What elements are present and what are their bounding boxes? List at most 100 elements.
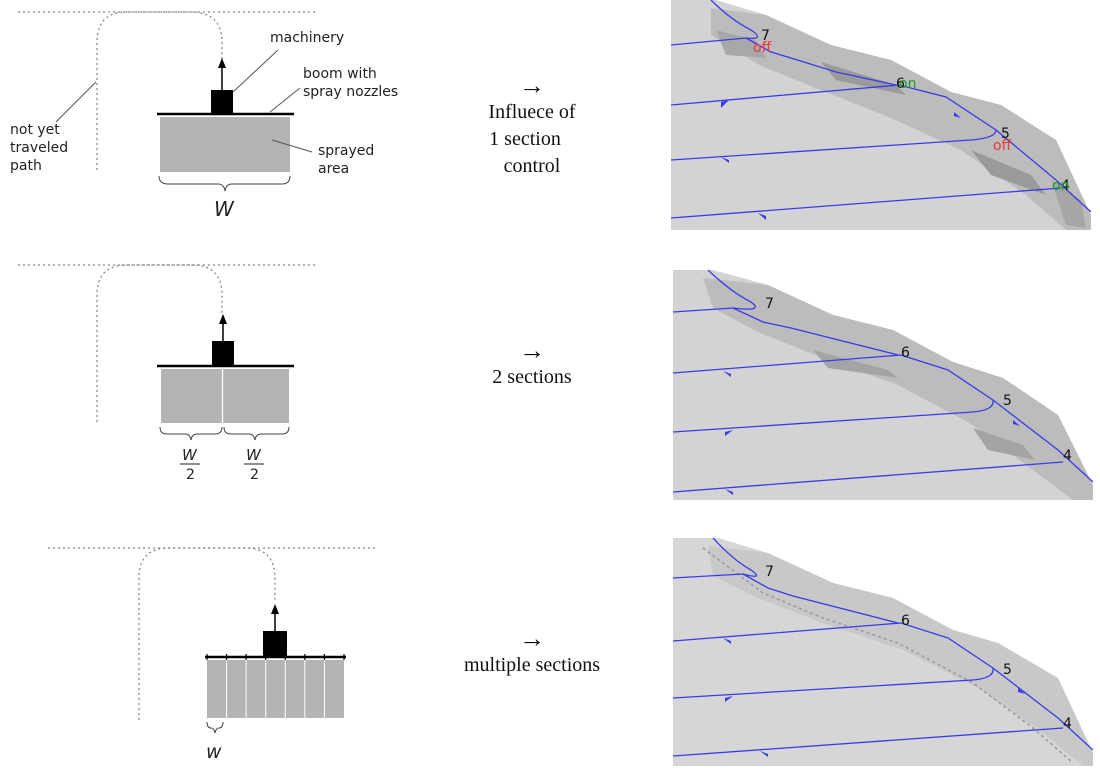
vehicle-track xyxy=(970,129,997,141)
label-half-den-left: 2 xyxy=(186,467,195,483)
diagram-single-section: machinery boom with spray nozzles not ye… xyxy=(10,11,398,221)
vehicle-track xyxy=(673,461,1064,493)
vehicle-track xyxy=(673,622,1093,751)
label-small-width: w xyxy=(206,741,222,763)
leader-boom xyxy=(269,87,301,113)
section-left xyxy=(161,369,222,423)
diagram-two-sections: W 2 W 2 xyxy=(18,264,318,483)
leader-machinery xyxy=(232,49,279,93)
right-arrow-icon: → xyxy=(519,624,545,653)
direction-arrow-icon xyxy=(725,696,733,702)
direction-arrow-icon xyxy=(725,489,733,495)
right-arrow-icon: → xyxy=(519,336,545,365)
unvisited-path xyxy=(96,11,223,170)
label-half-den-right: 2 xyxy=(250,467,259,483)
outside-field xyxy=(718,538,1093,753)
caption-multiple-sections: → multiple sections xyxy=(442,625,622,679)
label-boom-1: boom with xyxy=(303,66,377,82)
headland-number: 6 xyxy=(901,613,910,629)
double-sprayed-patch xyxy=(813,350,898,378)
label-width: W xyxy=(214,197,235,221)
heading-arrow-head xyxy=(271,604,279,614)
direction-arrow-icon xyxy=(1013,420,1020,426)
vehicle-track xyxy=(671,187,1062,219)
label-not-yet-2: traveled xyxy=(10,140,68,156)
vehicle-track xyxy=(712,538,758,577)
double-sprayed-patch xyxy=(973,428,1035,460)
vehicle-track xyxy=(671,84,1091,213)
sprayed-area xyxy=(207,660,344,718)
headland-number: 5 xyxy=(1003,662,1012,678)
headland-number: 6 xyxy=(896,76,905,92)
caption-single-section: → Influece of 1 section control xyxy=(442,72,622,180)
vehicle-track xyxy=(671,37,897,86)
headland-number: 7 xyxy=(761,28,770,44)
double-sprayed-patch xyxy=(1051,180,1086,228)
double-sprayed-patch xyxy=(716,30,766,58)
overlap-strip xyxy=(711,8,1091,230)
headland-number: 7 xyxy=(765,296,774,312)
label-sprayed-2: area xyxy=(318,161,349,177)
vehicle-track xyxy=(673,573,899,624)
caption-line: multiple sections xyxy=(463,654,601,676)
vehicle-track xyxy=(673,727,1064,757)
headland-number: 7 xyxy=(765,564,774,580)
vehicle-track xyxy=(710,0,758,39)
direction-arrow-icon xyxy=(1018,688,1025,694)
vehicle-track xyxy=(707,270,756,310)
caption-line: Influece of xyxy=(488,101,576,123)
direction-arrow-icon xyxy=(723,371,731,377)
caption-line: 1 section xyxy=(489,128,561,150)
sprayed-area xyxy=(160,117,290,172)
label-half-width-left: W xyxy=(182,446,198,464)
headland-number: 6 xyxy=(901,345,910,361)
leader-path xyxy=(55,81,97,123)
overlap-strip xyxy=(708,546,1093,766)
headland-number: 4 xyxy=(1061,178,1070,194)
direction-arrow-icon xyxy=(721,157,729,163)
headland-number: 4 xyxy=(1063,448,1072,464)
vehicle-track xyxy=(673,354,1093,483)
headland-number: 5 xyxy=(1001,126,1010,142)
width-brace-small xyxy=(206,721,224,734)
section-state: off xyxy=(993,138,1012,154)
direction-arrow-icon xyxy=(954,112,961,118)
outside-field xyxy=(713,270,1093,485)
direction-arrow-icon xyxy=(725,430,733,436)
caption-line: 2 sections xyxy=(492,366,572,388)
map-multiple-sections: 7 6 5 4 xyxy=(673,538,1093,766)
direction-arrow-icon xyxy=(758,213,766,220)
headland-number: 4 xyxy=(1063,716,1072,732)
machinery-block xyxy=(263,631,287,657)
machinery-block xyxy=(212,341,234,366)
section-right xyxy=(223,369,289,423)
leader-sprayed xyxy=(271,139,313,153)
vehicle-track xyxy=(673,679,974,699)
heading-arrow-head xyxy=(219,314,227,324)
direction-arrow-icon xyxy=(723,638,731,644)
section-state: off xyxy=(753,40,772,56)
section-dividers xyxy=(226,660,325,718)
headland-number: 5 xyxy=(1003,393,1012,409)
label-machinery: machinery xyxy=(270,30,344,46)
label-sprayed-1: sprayed xyxy=(318,143,374,159)
vehicle-track xyxy=(972,399,994,413)
direction-arrow-icon xyxy=(760,751,768,757)
vehicle-track xyxy=(673,411,974,433)
vehicle-track xyxy=(671,139,972,161)
overlap-strip xyxy=(703,278,1093,500)
brace-left xyxy=(159,426,223,441)
label-not-yet-1: not yet xyxy=(10,122,60,138)
vehicle-track xyxy=(972,667,994,681)
vehicle-track xyxy=(673,307,899,356)
double-sprayed-patch xyxy=(971,150,1046,195)
width-brace xyxy=(158,175,291,192)
caption-two-sections: → 2 sections xyxy=(442,337,622,391)
brace-right xyxy=(223,426,290,441)
label-boom-2: spray nozzles xyxy=(303,84,398,100)
section-state: on xyxy=(899,76,916,92)
caption-line: control xyxy=(503,155,561,177)
outside-field xyxy=(716,0,1091,215)
uncovered-boundary xyxy=(702,547,1074,764)
diagram-multiple-sections: w xyxy=(48,547,378,763)
